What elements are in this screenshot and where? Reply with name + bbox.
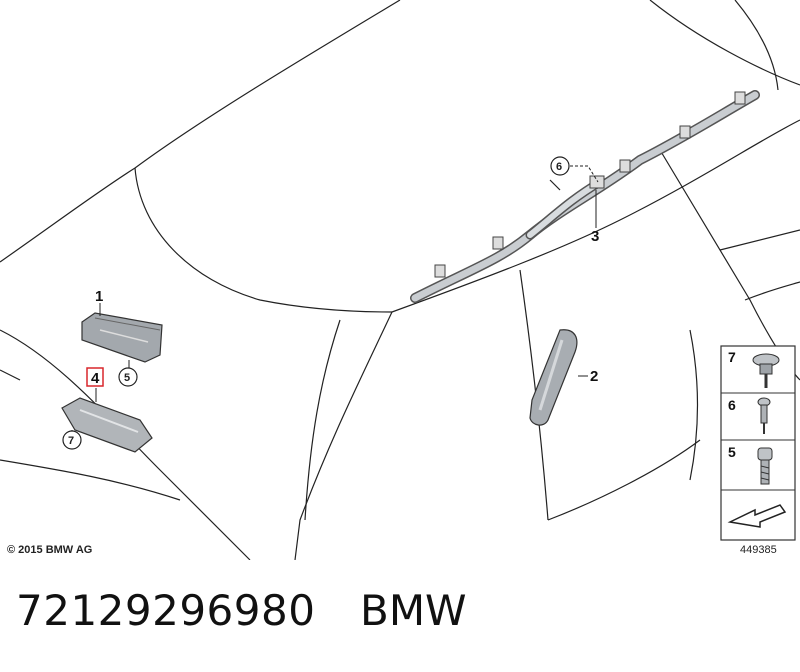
airbag-module-bottom	[61, 397, 153, 453]
legend-item-6: 6	[728, 397, 736, 413]
car-body-outline	[0, 0, 800, 560]
brand-name: BMW	[360, 586, 467, 635]
callout-4-highlight	[86, 367, 104, 387]
side-airbag	[529, 329, 578, 426]
callout-6: 6	[556, 161, 562, 173]
fastener-legend: 7 6 5	[720, 345, 796, 541]
callout-6-circle	[550, 156, 570, 176]
airbag-module-top	[81, 312, 163, 363]
callout-5: 5	[124, 372, 130, 384]
screw-washer-icon	[752, 353, 780, 388]
copyright-text: © 2015 BMW AG	[7, 544, 92, 556]
callout-1: 1	[95, 288, 103, 305]
bolt-icon	[757, 447, 773, 485]
arrow-icon	[727, 504, 787, 528]
parts-diagram: 1 5 4 7 6 3 2 © 2015 BMW AG 7 6 5	[0, 0, 800, 560]
legend-item-5: 5	[728, 444, 736, 460]
image-id: 449385	[740, 544, 777, 556]
leader-lines	[71, 165, 599, 438]
rivet-icon	[757, 397, 771, 434]
callout-5-circle	[118, 367, 138, 387]
curtain-airbag	[410, 90, 760, 303]
callout-7: 7	[68, 435, 74, 447]
callout-7-circle	[62, 430, 82, 450]
part-number: 72129296980	[16, 586, 316, 635]
callout-3: 3	[591, 228, 599, 245]
legend-item-7: 7	[728, 349, 736, 365]
callout-2: 2	[590, 368, 598, 385]
callout-4: 4	[91, 370, 100, 387]
